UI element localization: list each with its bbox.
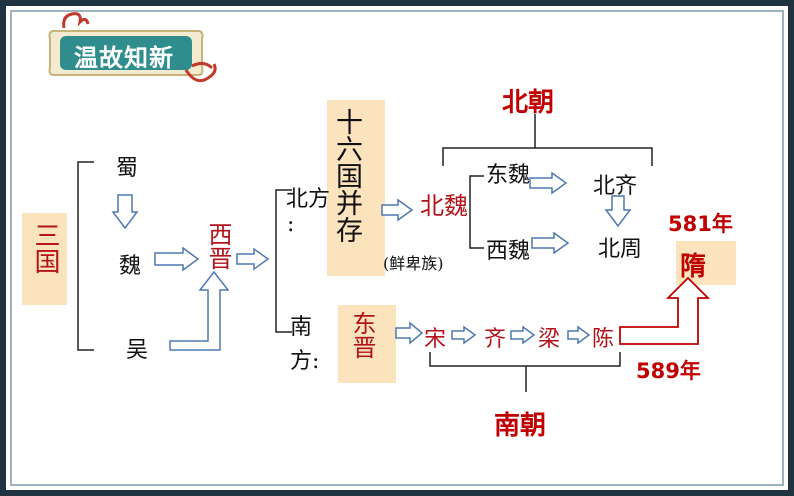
node-wu: 吴 <box>126 338 149 363</box>
arrow-wu-xijin <box>169 270 230 351</box>
node-xiwei: 西魏 <box>486 239 531 264</box>
title-badge-fill <box>60 36 192 70</box>
arrow-beiqi-beizhou <box>604 195 632 228</box>
title-badge <box>48 30 204 76</box>
arrow-shiliuguo-beiwei <box>381 198 414 222</box>
arrow-song-qi <box>451 325 477 345</box>
brace-north-south <box>275 189 292 333</box>
node-beifang: 北方 <box>286 187 331 212</box>
node-beizhou: 北周 <box>598 237 643 262</box>
node-wei: 魏 <box>119 254 142 279</box>
brace-sanguo <box>77 161 94 351</box>
label-beichao: 北朝 <box>502 88 555 118</box>
node-liang: 梁 <box>538 327 561 352</box>
node-sanguo: 三国 <box>30 222 60 274</box>
shade-shiliuguo <box>327 100 385 276</box>
arrow-chen-sui <box>619 276 711 345</box>
node-shu: 蜀 <box>116 156 139 181</box>
slide-inner-border <box>10 10 784 486</box>
arrow-shu-wei <box>111 194 139 230</box>
page-title: 温故知新 <box>74 44 174 72</box>
node-xijin: 西晋 <box>204 222 232 270</box>
node-beiwei: 北魏 <box>420 192 468 220</box>
bracket-beichao <box>442 114 653 166</box>
shade-dongjin <box>338 305 396 383</box>
label-year-581: 581年 <box>668 212 733 236</box>
label-year-589: 589年 <box>636 359 701 383</box>
ribbon-right-icon <box>184 61 217 83</box>
node-nanfang-top: 南 <box>290 315 313 340</box>
bracket-nanchao <box>429 352 621 392</box>
brace-beiwei-split <box>469 175 484 249</box>
node-song: 宋 <box>424 327 447 352</box>
node-beiqi: 北齐 <box>593 174 638 199</box>
node-nanfang-bottom: 方: <box>290 349 320 374</box>
node-beifang-colon: : <box>287 212 295 237</box>
node-chen: 陈 <box>592 327 615 352</box>
node-xianbei: (鲜卑族) <box>383 254 444 273</box>
arrow-wei-xijin <box>154 246 200 272</box>
shade-sui <box>676 241 736 285</box>
node-qi: 齐 <box>484 327 507 352</box>
arrow-dongwei-beiqi <box>529 171 568 195</box>
arrow-qi-liang <box>510 325 536 345</box>
node-dongwei: 东魏 <box>486 163 531 188</box>
ribbon-left-icon <box>62 12 90 29</box>
arrow-xiwei-beizhou <box>531 231 570 255</box>
label-nanchao: 南朝 <box>494 411 547 441</box>
arrow-xijin-split <box>236 247 270 271</box>
node-shiliuguo: 十六国并存 <box>331 108 362 243</box>
node-sui: 隋 <box>680 252 707 282</box>
arrow-dongjin-song <box>395 321 424 345</box>
arrow-liang-chen <box>567 325 591 345</box>
shade-sanguo <box>22 213 67 305</box>
node-dongjin: 东晋 <box>348 311 376 359</box>
